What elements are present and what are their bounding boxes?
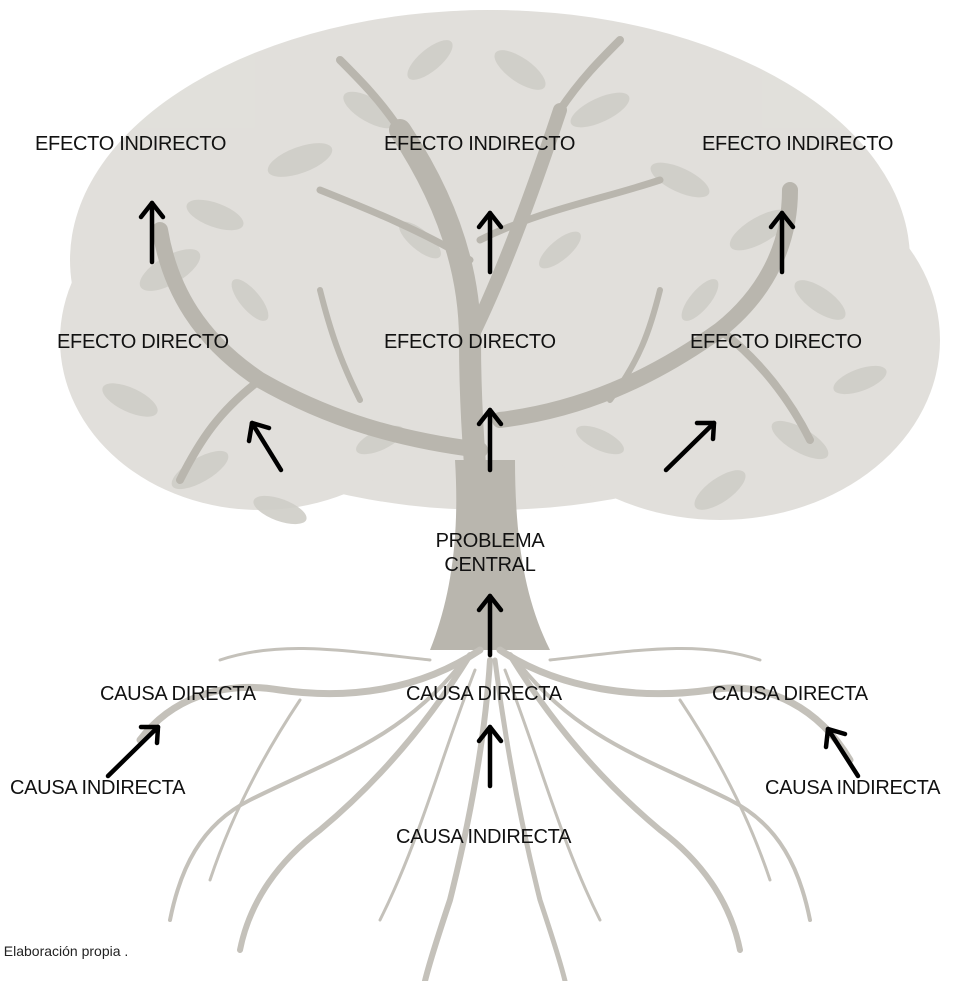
effect-direct-label-center: EFECTO DIRECTO [384, 331, 556, 353]
effect-indirect-label-right: EFECTO INDIRECTO [702, 133, 894, 155]
effect-indirect-label-center: EFECTO INDIRECTO [384, 133, 576, 155]
effect-indirect-label-left: EFECTO INDIRECTO [35, 133, 227, 155]
tree-trunk [430, 460, 550, 650]
cause-direct-label-right: CAUSA DIRECTA [712, 683, 868, 705]
central-problem-line2: CENTRAL [444, 554, 536, 576]
cause-indirect-label-center: CAUSA INDIRECTA [396, 826, 572, 848]
leaf-clusters [102, 40, 887, 525]
effect-direct-label-left: EFECTO DIRECTO [57, 331, 229, 353]
cause-indirect-label-left: CAUSA INDIRECTA [10, 777, 186, 799]
central-problem-line1: PROBLEMA [435, 530, 545, 552]
central-problem-label: PROBLEMA CENTRAL [420, 529, 560, 577]
tree-roots [136, 646, 854, 981]
cause-direct-label-left: CAUSA DIRECTA [100, 683, 256, 705]
cause-indirect-label-right: CAUSA INDIRECTA [765, 777, 941, 799]
effect-direct-label-right: EFECTO DIRECTO [690, 331, 862, 353]
source-note: : Elaboración propia . [0, 943, 129, 959]
cause-direct-label-center: CAUSA DIRECTA [406, 683, 562, 705]
